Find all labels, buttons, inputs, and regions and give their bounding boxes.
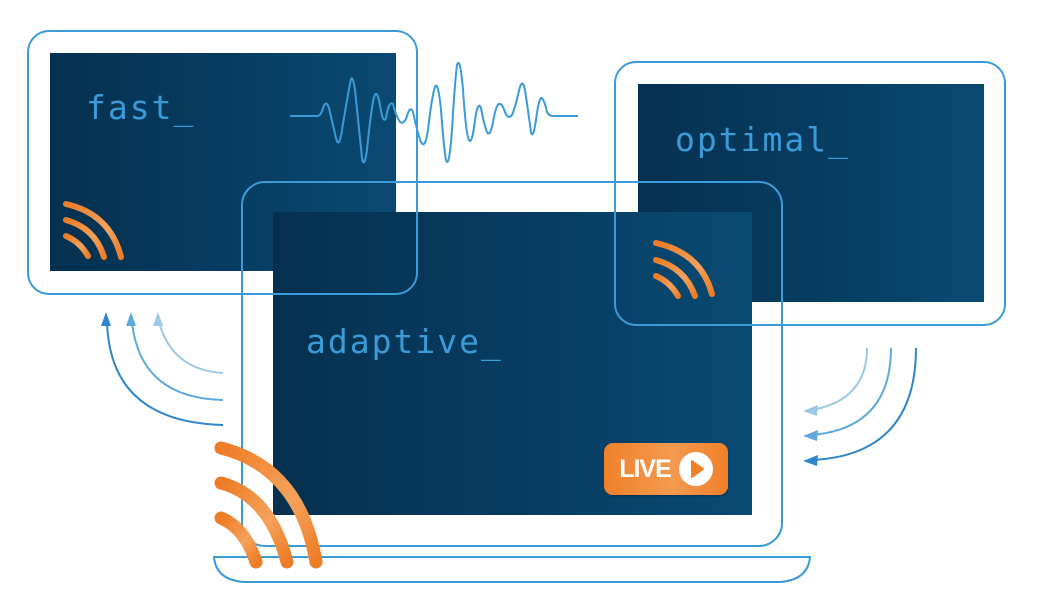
tablet-right-label: optimal_: [675, 120, 850, 159]
broadcast-signal-icon: [653, 240, 715, 299]
live-badge-text: LIVE: [619, 454, 672, 483]
broadcast-signal-icon: [214, 441, 323, 569]
tablet-left-label: fast_: [86, 88, 196, 127]
tablet-right-frame: [614, 61, 1006, 326]
tablet-left-frame: [27, 30, 418, 295]
laptop-label: adaptive_: [306, 322, 503, 361]
curved-arrows-left-icon: [803, 347, 917, 466]
laptop-base: [212, 556, 812, 583]
curved-arrows-up-icon: [101, 312, 224, 426]
broadcast-signal-icon: [63, 201, 124, 260]
signal-waveform-icon: [290, 61, 578, 164]
laptop-frame: [241, 181, 783, 547]
live-badge[interactable]: LIVE: [604, 443, 728, 495]
play-icon: [678, 452, 713, 486]
